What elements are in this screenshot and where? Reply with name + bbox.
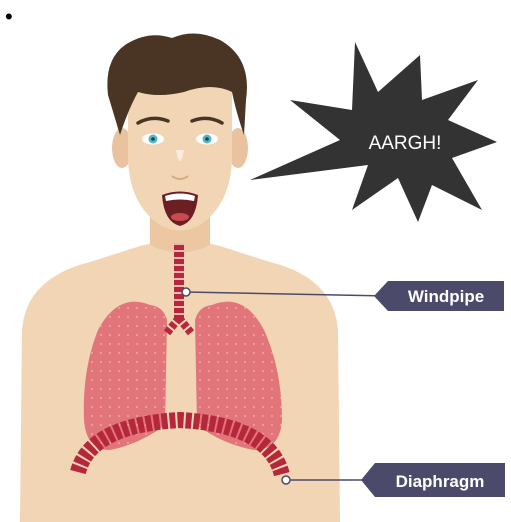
- diaphragm-pointer-dot: [282, 476, 290, 484]
- diaphragm-label: Diaphragm: [396, 472, 485, 491]
- exclamation-text: AARGH!: [369, 133, 442, 154]
- windpipe: [174, 243, 184, 319]
- tongue: [171, 213, 189, 221]
- windpipe-label: Windpipe: [408, 287, 484, 306]
- left-eye: [142, 134, 164, 145]
- speech-burst: [250, 42, 497, 222]
- right-eye: [196, 134, 218, 145]
- windpipe-pointer-dot: [182, 288, 190, 296]
- bullet: •: [5, 4, 13, 29]
